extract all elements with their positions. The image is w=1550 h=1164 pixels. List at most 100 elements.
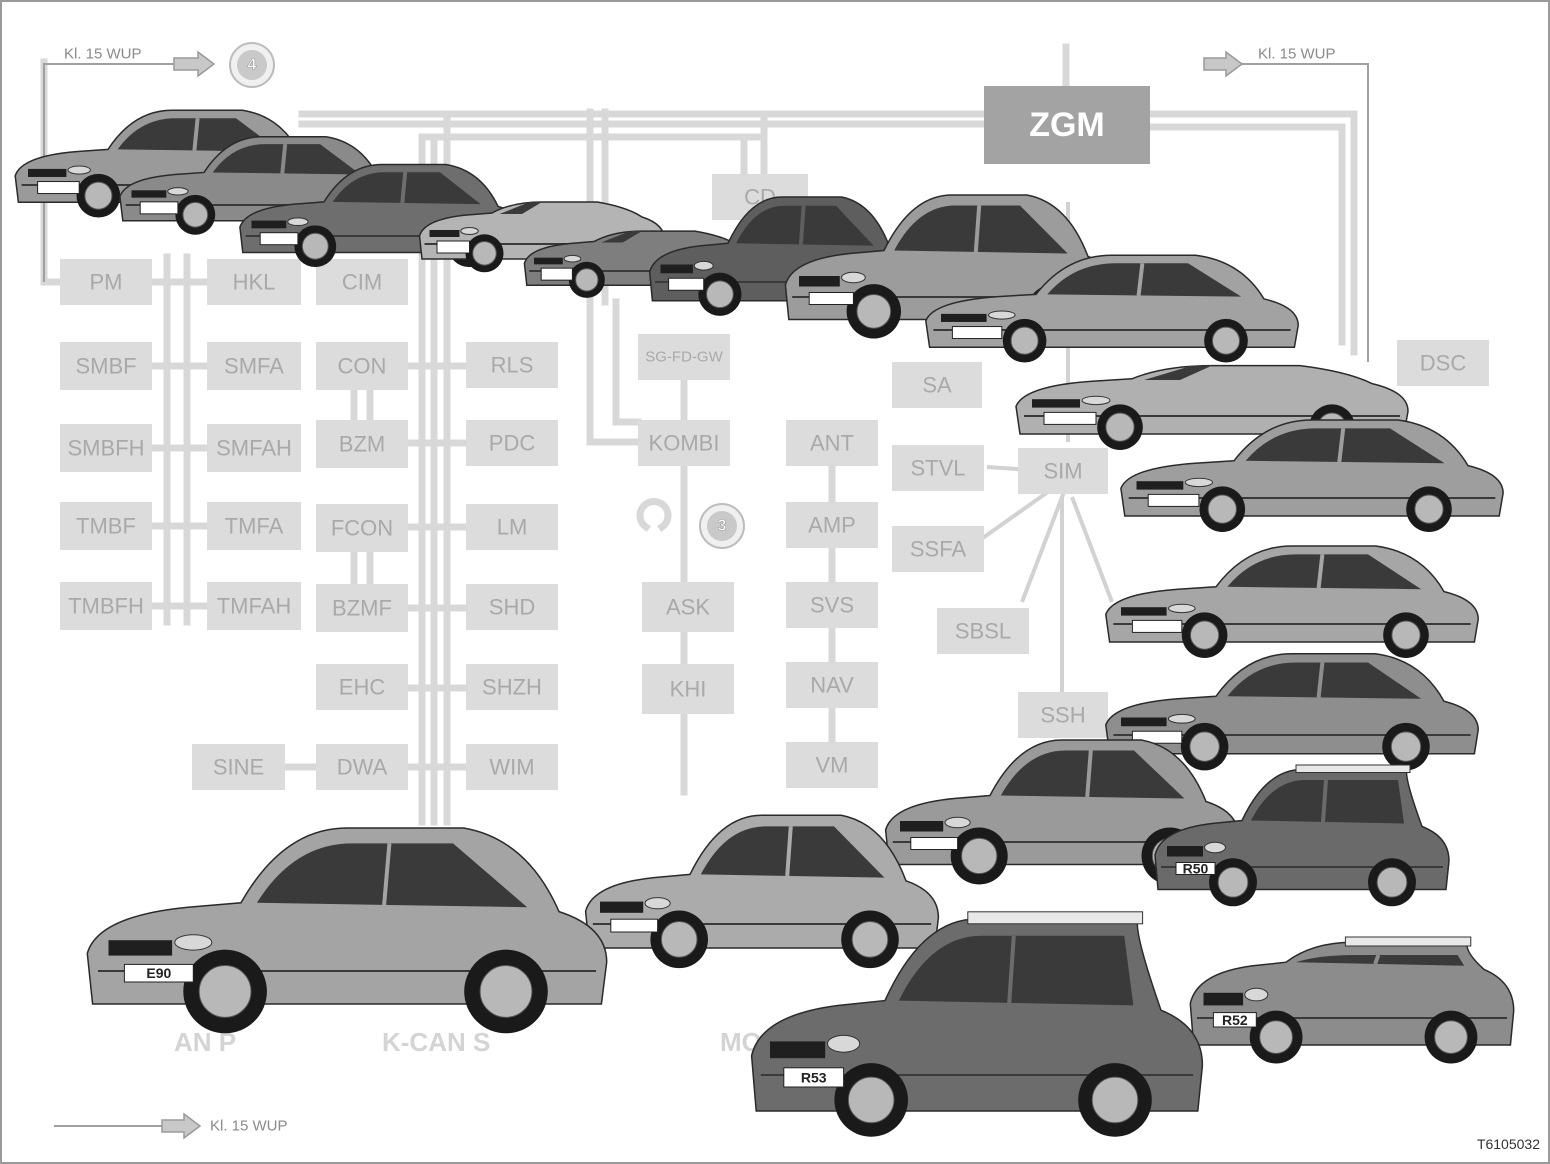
badge-3: 3 (636, 498, 745, 549)
vehicle-headlight (1168, 713, 1196, 724)
ecu-box: SSFA (892, 526, 984, 572)
ecu-label: SMBFH (68, 436, 145, 461)
ecu-box: SHZH (466, 664, 558, 710)
vehicle-grille (28, 168, 67, 177)
ecu-box: VM (786, 742, 878, 788)
license-plate (1131, 619, 1183, 633)
license-plate (808, 292, 854, 305)
ecu-label: DWA (337, 755, 388, 780)
vehicle: R52 (1189, 936, 1515, 1064)
vehicle-rim (961, 837, 998, 875)
license-plate (123, 963, 194, 983)
ecu-box: SIM (1018, 448, 1108, 494)
ecu-label: SMBF (75, 354, 136, 379)
vehicle-headlight (827, 1034, 861, 1053)
ecu-label: TMFA (225, 514, 284, 539)
ecu-box: DSC (1397, 340, 1489, 386)
ecu-box: TMFA (207, 502, 301, 550)
vehicle-pillar (1007, 935, 1016, 1004)
ecu-label: SHZH (482, 675, 542, 700)
ecu-box: CIM (316, 259, 408, 305)
vehicle-rim (575, 268, 599, 292)
arrow-icon (173, 50, 216, 78)
ecu-label: SMFAH (216, 436, 292, 461)
ecu-box: PDC (466, 420, 558, 466)
vehicle-window (1227, 662, 1422, 699)
ecu-box: CON (316, 342, 408, 390)
vehicle-pillar (192, 118, 200, 151)
ecu-box: BZM (316, 420, 408, 468)
vehicle-grille (1167, 846, 1203, 857)
ecu-box: KHI (642, 664, 734, 714)
vehicle-rim (479, 965, 533, 1018)
ecu-label: BZM (339, 432, 385, 457)
arrow-icon (161, 1112, 202, 1140)
ecu-label: TMBF (76, 514, 136, 539)
vehicle-rim (847, 1076, 895, 1124)
badge-4: 4 (229, 42, 275, 88)
vehicle-pillar (280, 143, 288, 174)
vehicle-window (1251, 780, 1404, 824)
vehicle-window (256, 843, 528, 908)
vehicle-headlight (1244, 987, 1269, 1002)
license-plate (668, 277, 705, 291)
wake-up-label: Kl. 15 WUP (1258, 46, 1336, 63)
ecu-box: SHD (466, 584, 558, 630)
vehicle-headlight (1168, 603, 1196, 614)
vehicle-headlight (1184, 477, 1214, 488)
ecu-box: TMBFH (60, 582, 152, 630)
ecu-label: TMBFH (68, 594, 144, 619)
ecu-box: SMFAH (207, 424, 301, 472)
license-plate (139, 201, 179, 215)
ecu-label: CON (338, 354, 387, 379)
ecu-label: WIM (489, 755, 534, 780)
vehicle-rim (198, 965, 252, 1018)
ecu-box: BZMF (316, 584, 408, 632)
license-plate-text: R53 (801, 1069, 827, 1085)
svg-text:3: 3 (718, 518, 727, 535)
vehicle-roof (1344, 936, 1472, 947)
ecu-label: PDC (489, 431, 536, 456)
license-plate (37, 181, 80, 195)
vehicle-rim (1211, 326, 1241, 355)
vehicle-pillar (1321, 779, 1328, 823)
vehicle-rim (1189, 731, 1220, 762)
license-plate (259, 232, 299, 246)
license-plate (783, 1067, 845, 1088)
vehicle-rim (1091, 1076, 1139, 1124)
vehicle-grille (1136, 481, 1184, 490)
vehicle-headlight (841, 271, 866, 284)
ecu-label: SG-FD-GW (645, 349, 723, 366)
ecu-box: FCON (316, 504, 408, 552)
vehicle: R53 (750, 911, 1204, 1137)
ecu-label: SA (922, 373, 952, 398)
vehicle-window (736, 205, 874, 246)
vehicle-window (332, 172, 481, 205)
wake-up-arrows (161, 50, 1244, 1140)
license-plate (610, 918, 659, 933)
vehicle: E90 (86, 827, 608, 1034)
vehicle-grille (429, 230, 460, 237)
ecu-box: TMBF (60, 502, 152, 550)
ecu-box: DWA (316, 744, 408, 790)
vehicle-window (700, 826, 885, 878)
license-plate-text: R52 (1222, 1012, 1248, 1028)
vehicle-rim (1105, 412, 1135, 442)
ecu-label: KHI (670, 677, 707, 702)
vehicle-grille (1032, 399, 1080, 408)
vehicle-rim (472, 241, 497, 266)
vehicle-pillar (382, 843, 392, 906)
license-plate (1147, 493, 1200, 507)
vehicle-window (1245, 428, 1445, 464)
vehicle-window (894, 205, 1068, 254)
ecu-label: TMFAH (217, 594, 292, 619)
wake-up-label: Kl. 15 WUP (210, 1118, 288, 1135)
ecu-label: FCON (331, 516, 393, 541)
vehicle-window (1000, 750, 1185, 799)
ecu-box: LM (466, 504, 558, 550)
vehicle-rim (1391, 620, 1421, 650)
ecu-label: EHC (339, 675, 386, 700)
